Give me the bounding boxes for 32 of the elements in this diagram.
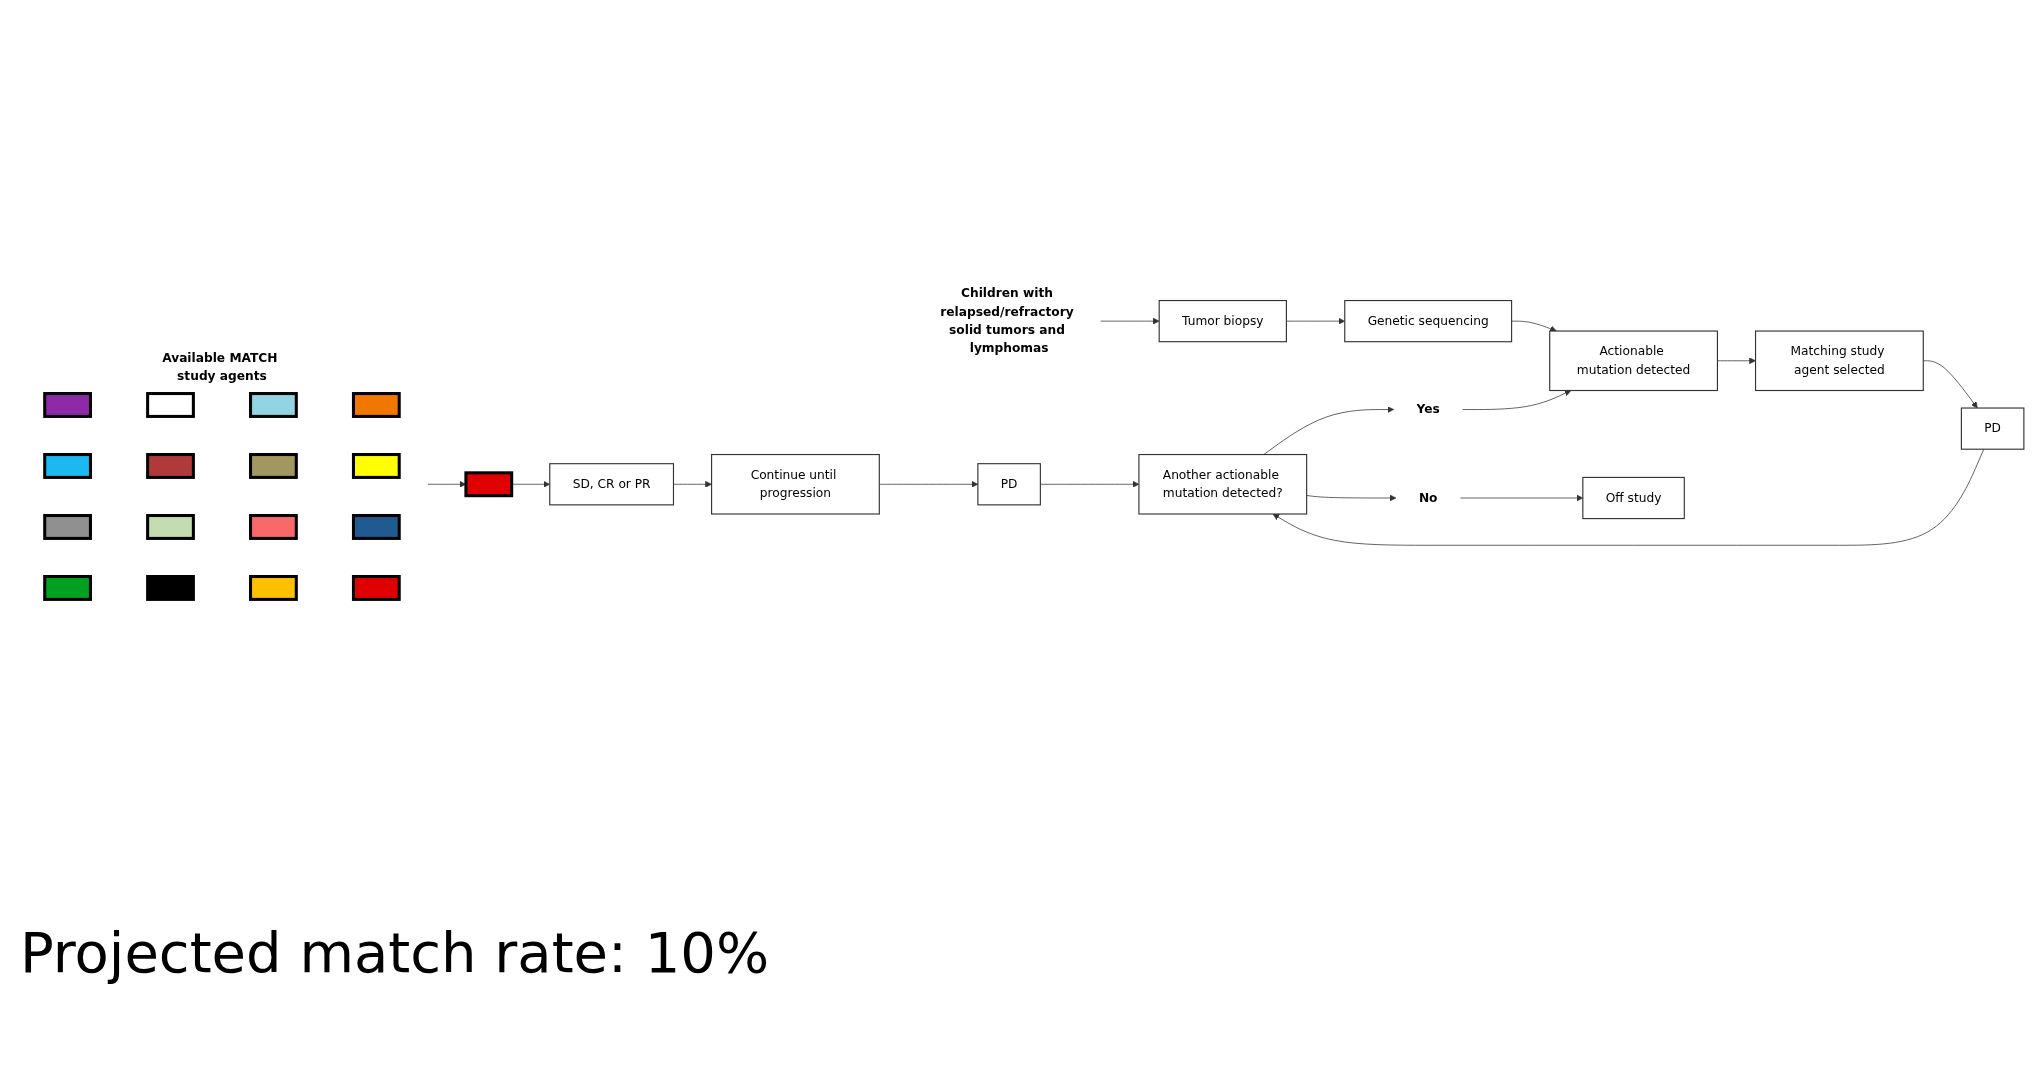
node-box (146, 575, 195, 602)
node-box: Off study (1582, 477, 1685, 520)
node-box (351, 514, 401, 541)
node-box (43, 514, 92, 541)
node-box: Continue until progression (711, 454, 880, 515)
node-box (249, 575, 298, 602)
node-box (351, 392, 401, 419)
node-box: PD (977, 463, 1041, 506)
node-box (249, 392, 298, 419)
node-box: Actionable mutation detected (1549, 330, 1718, 392)
node-box (146, 453, 195, 480)
node-box (464, 471, 514, 498)
node-box (351, 453, 401, 480)
node-box (146, 392, 195, 419)
node-box (43, 392, 92, 419)
node-text: Children with relapsed/refractory solid tumors and lymphomas (940, 286, 1074, 356)
node-box (43, 453, 92, 480)
node-box (351, 575, 401, 602)
node-box (249, 453, 298, 480)
note-text: Projected match rate: 10% (20, 920, 770, 985)
node-box: Another actionable mutation detected? (1138, 454, 1308, 515)
node-text: Available MATCH study agents (162, 350, 278, 384)
node-box (146, 514, 195, 541)
node-box: Genetic sequencing (1344, 300, 1513, 343)
node-text: No (1418, 490, 1438, 506)
node-box (43, 575, 92, 602)
node-box: Matching study agent selected (1755, 330, 1924, 392)
node-text: Yes (1416, 402, 1440, 417)
node-box: PD (1960, 407, 2025, 451)
node-box: Tumor biopsy (1158, 300, 1287, 343)
node-box: SD, CR or PR (549, 463, 675, 506)
node-box (249, 514, 298, 541)
